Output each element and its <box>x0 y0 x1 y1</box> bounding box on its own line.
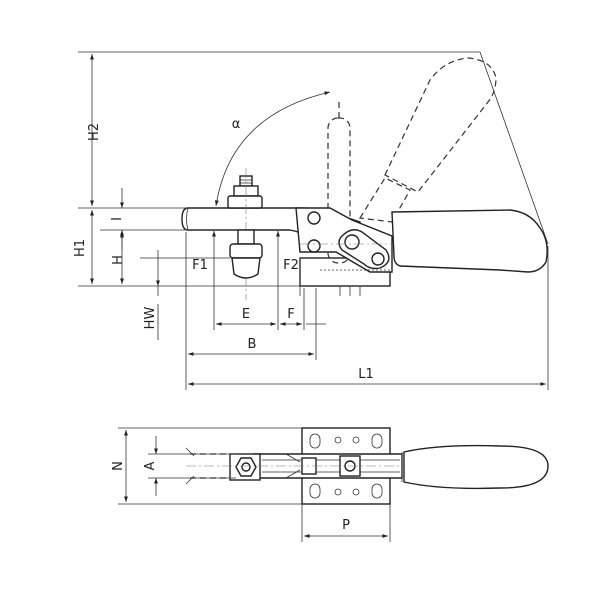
pressure-foot <box>229 229 263 279</box>
label-e: E <box>242 307 250 322</box>
label-a: A <box>143 461 158 470</box>
open-position-outline <box>327 57 497 264</box>
label-i: I <box>110 217 125 221</box>
label-p: P <box>342 518 350 533</box>
side-view: H2 H1 I H HW α F1 F2 E <box>73 51 549 390</box>
label-h: H <box>111 255 126 265</box>
top-handle <box>403 444 549 490</box>
label-l1: L1 <box>358 367 374 382</box>
label-h2: H2 <box>87 123 102 141</box>
label-f: F <box>287 307 294 322</box>
label-hw: HW <box>143 307 158 330</box>
label-b: B <box>248 337 257 352</box>
linkage <box>295 207 400 273</box>
label-alpha: α <box>232 117 241 132</box>
top-view: N A P <box>111 427 549 542</box>
label-h1: H1 <box>73 239 88 257</box>
label-f1: F1 <box>192 258 208 273</box>
clamp-handle <box>391 209 548 273</box>
label-f2: F2 <box>283 258 299 273</box>
label-n: N <box>111 461 126 471</box>
